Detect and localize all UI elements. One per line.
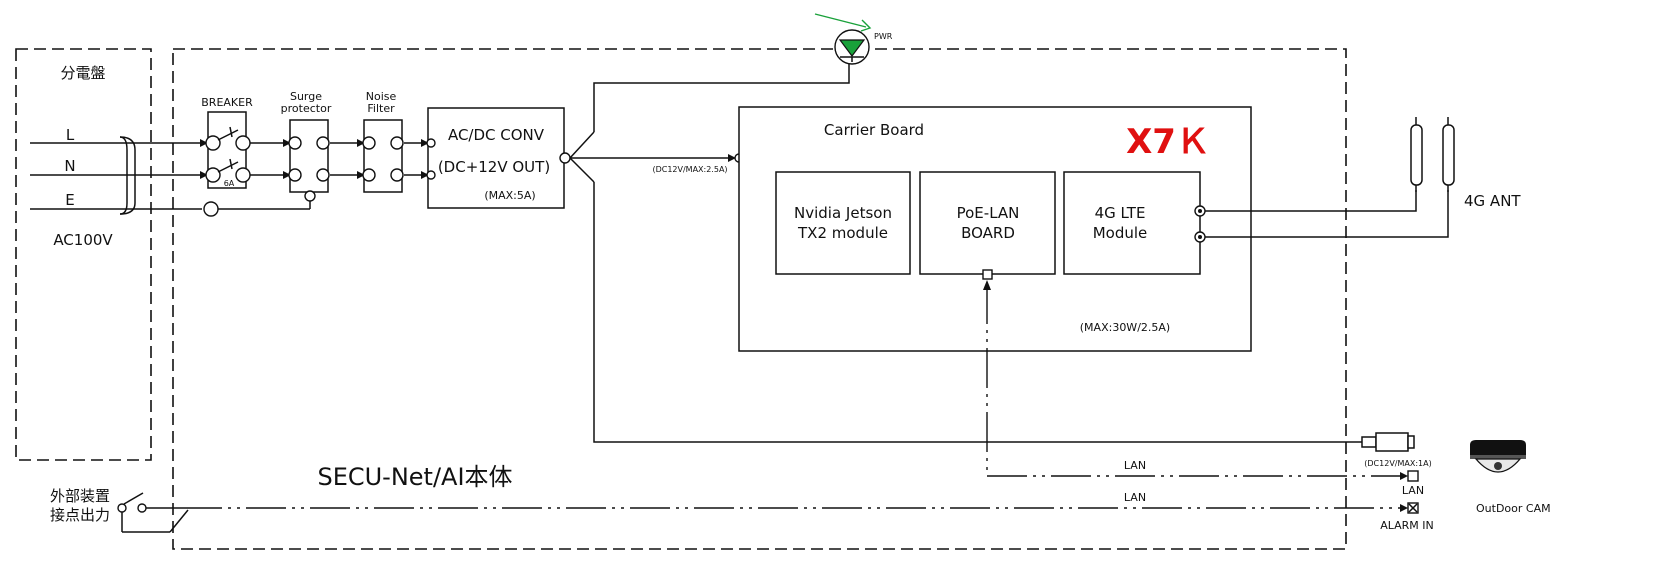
noise-filter: Noise Filter <box>362 90 429 193</box>
external-contact-output: 外部装置 接点出力 <box>50 487 189 533</box>
lte-label-line1: 4G LTE <box>1095 204 1146 222</box>
lan-port-label: LAN <box>1402 484 1424 497</box>
distribution-panel: 分電盤 L N E AC100V <box>15 48 152 461</box>
distribution-panel-title: 分電盤 <box>60 64 105 82</box>
lan-wire-label-2: LAN <box>1124 491 1146 504</box>
cable-bundle-bracket <box>119 136 136 215</box>
pwr-led-indicator <box>838 39 866 57</box>
surge-protector: Surge protector <box>281 90 365 202</box>
acdc-label-line2: (DC+12V OUT) <box>438 158 550 176</box>
pwr-led: PWR <box>814 13 893 65</box>
surge-label-line2: protector <box>281 102 332 115</box>
acdc-max-label: (MAX:5A) <box>484 189 535 202</box>
antenna-label: 4G ANT <box>1464 192 1521 210</box>
external-label-line1: 外部装置 <box>50 487 110 505</box>
model-name: X7Ｋ <box>1126 122 1210 162</box>
line-label-l: L <box>66 126 75 144</box>
acdc-converter: AC/DC CONV (DC+12V OUT) (MAX:5A) <box>426 107 571 209</box>
breaker-label: BREAKER <box>201 96 253 109</box>
poe-lan-board-box <box>919 171 1056 275</box>
lan-wire-label-1: LAN <box>1124 459 1146 472</box>
earth-terminal <box>203 201 219 217</box>
antenna-2 <box>1442 124 1455 186</box>
line-label-n: N <box>64 157 75 175</box>
poe-lan-port <box>982 269 993 280</box>
acdc-converter-box <box>427 107 565 209</box>
line-label-e: E <box>65 191 74 209</box>
carrier-power-label: (DC12V/MAX:2.5A) <box>652 165 727 174</box>
external-label-line2: 接点出力 <box>50 506 110 524</box>
poe-label-line1: PoE-LAN <box>957 204 1020 222</box>
lan-wire-poe <box>986 284 1405 477</box>
breaker-rating: 6A <box>224 179 235 188</box>
outdoor-camera-icon <box>1470 440 1526 473</box>
acdc-label-line1: AC/DC CONV <box>448 126 545 144</box>
carrier-board-title: Carrier Board <box>824 121 924 139</box>
pwr-label: PWR <box>874 32 893 41</box>
lte-label-line2: Module <box>1093 224 1148 242</box>
outdoor-camera-label: OutDoor CAM <box>1476 502 1551 515</box>
noise-label-line2: Filter <box>367 102 395 115</box>
lan-port <box>1407 470 1419 482</box>
surge-label-line1: Surge <box>290 90 322 103</box>
carrier-max-label: (MAX:30W/2.5A) <box>1080 321 1170 334</box>
main-body-label: SECU-Net/AI本体 <box>317 463 512 491</box>
jetson-module-box <box>775 171 911 275</box>
breaker: BREAKER 6A <box>201 96 291 189</box>
antenna-1 <box>1410 124 1423 186</box>
noise-label-line1: Noise <box>366 90 397 103</box>
jetson-label-line2: TX2 module <box>797 224 888 242</box>
antenna-4g: 4G ANT <box>1205 117 1521 238</box>
carrier-board: Carrier Board X7Ｋ Nvidia Jetson TX2 modu… <box>738 106 1252 352</box>
lte-module-box <box>1063 171 1201 275</box>
dc-output-connector: (DC12V/MAX:1A) <box>1361 432 1432 468</box>
distribution-panel-border <box>15 48 152 461</box>
main-body-border <box>172 48 1347 550</box>
jetson-label-line1: Nvidia Jetson <box>794 204 892 222</box>
dc-output-label: (DC12V/MAX:1A) <box>1364 459 1431 468</box>
alarm-in-label: ALARM IN <box>1380 519 1434 532</box>
poe-label-line2: BOARD <box>961 224 1015 242</box>
supply-voltage-label: AC100V <box>53 231 113 249</box>
alarm-in-port <box>1407 502 1419 514</box>
